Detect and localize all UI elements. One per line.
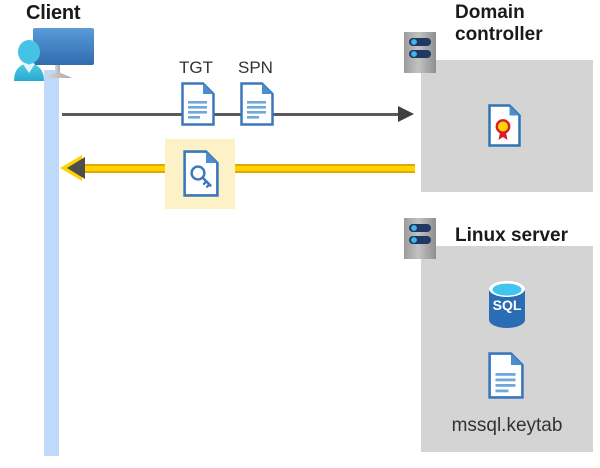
domain-controller-server-rack-icon xyxy=(404,32,436,73)
tgt-label: TGT xyxy=(179,58,213,77)
request-arrow-head xyxy=(398,106,414,122)
keytab-file-label: mssql.keytab xyxy=(451,415,563,436)
request-arrow-line xyxy=(62,113,400,116)
spn-document-icon xyxy=(240,82,274,126)
svg-text:SQL: SQL xyxy=(493,297,522,313)
keytab-document-icon xyxy=(488,352,524,399)
linux-server-title: Linux server xyxy=(455,225,568,246)
linux-server-rack-icon xyxy=(404,218,436,259)
response-arrow-line xyxy=(72,164,415,173)
response-arrow-head xyxy=(67,157,85,179)
linux-server-panel xyxy=(421,246,593,452)
domain-controller-title-line-1: Domain xyxy=(455,2,525,23)
domain-controller-title: Domain controller xyxy=(455,2,585,47)
domain-controller-title-line-2: controller xyxy=(455,24,543,46)
spn-label: SPN xyxy=(238,58,273,77)
certificate-icon xyxy=(488,104,521,147)
sql-database-icon: SQL xyxy=(487,281,527,328)
service-ticket-key-document-icon xyxy=(183,150,219,197)
client-lifeline xyxy=(44,70,59,456)
client-workstation-icon xyxy=(8,24,100,86)
page-title-client: Client xyxy=(26,2,81,24)
tgt-document-icon xyxy=(181,82,215,126)
